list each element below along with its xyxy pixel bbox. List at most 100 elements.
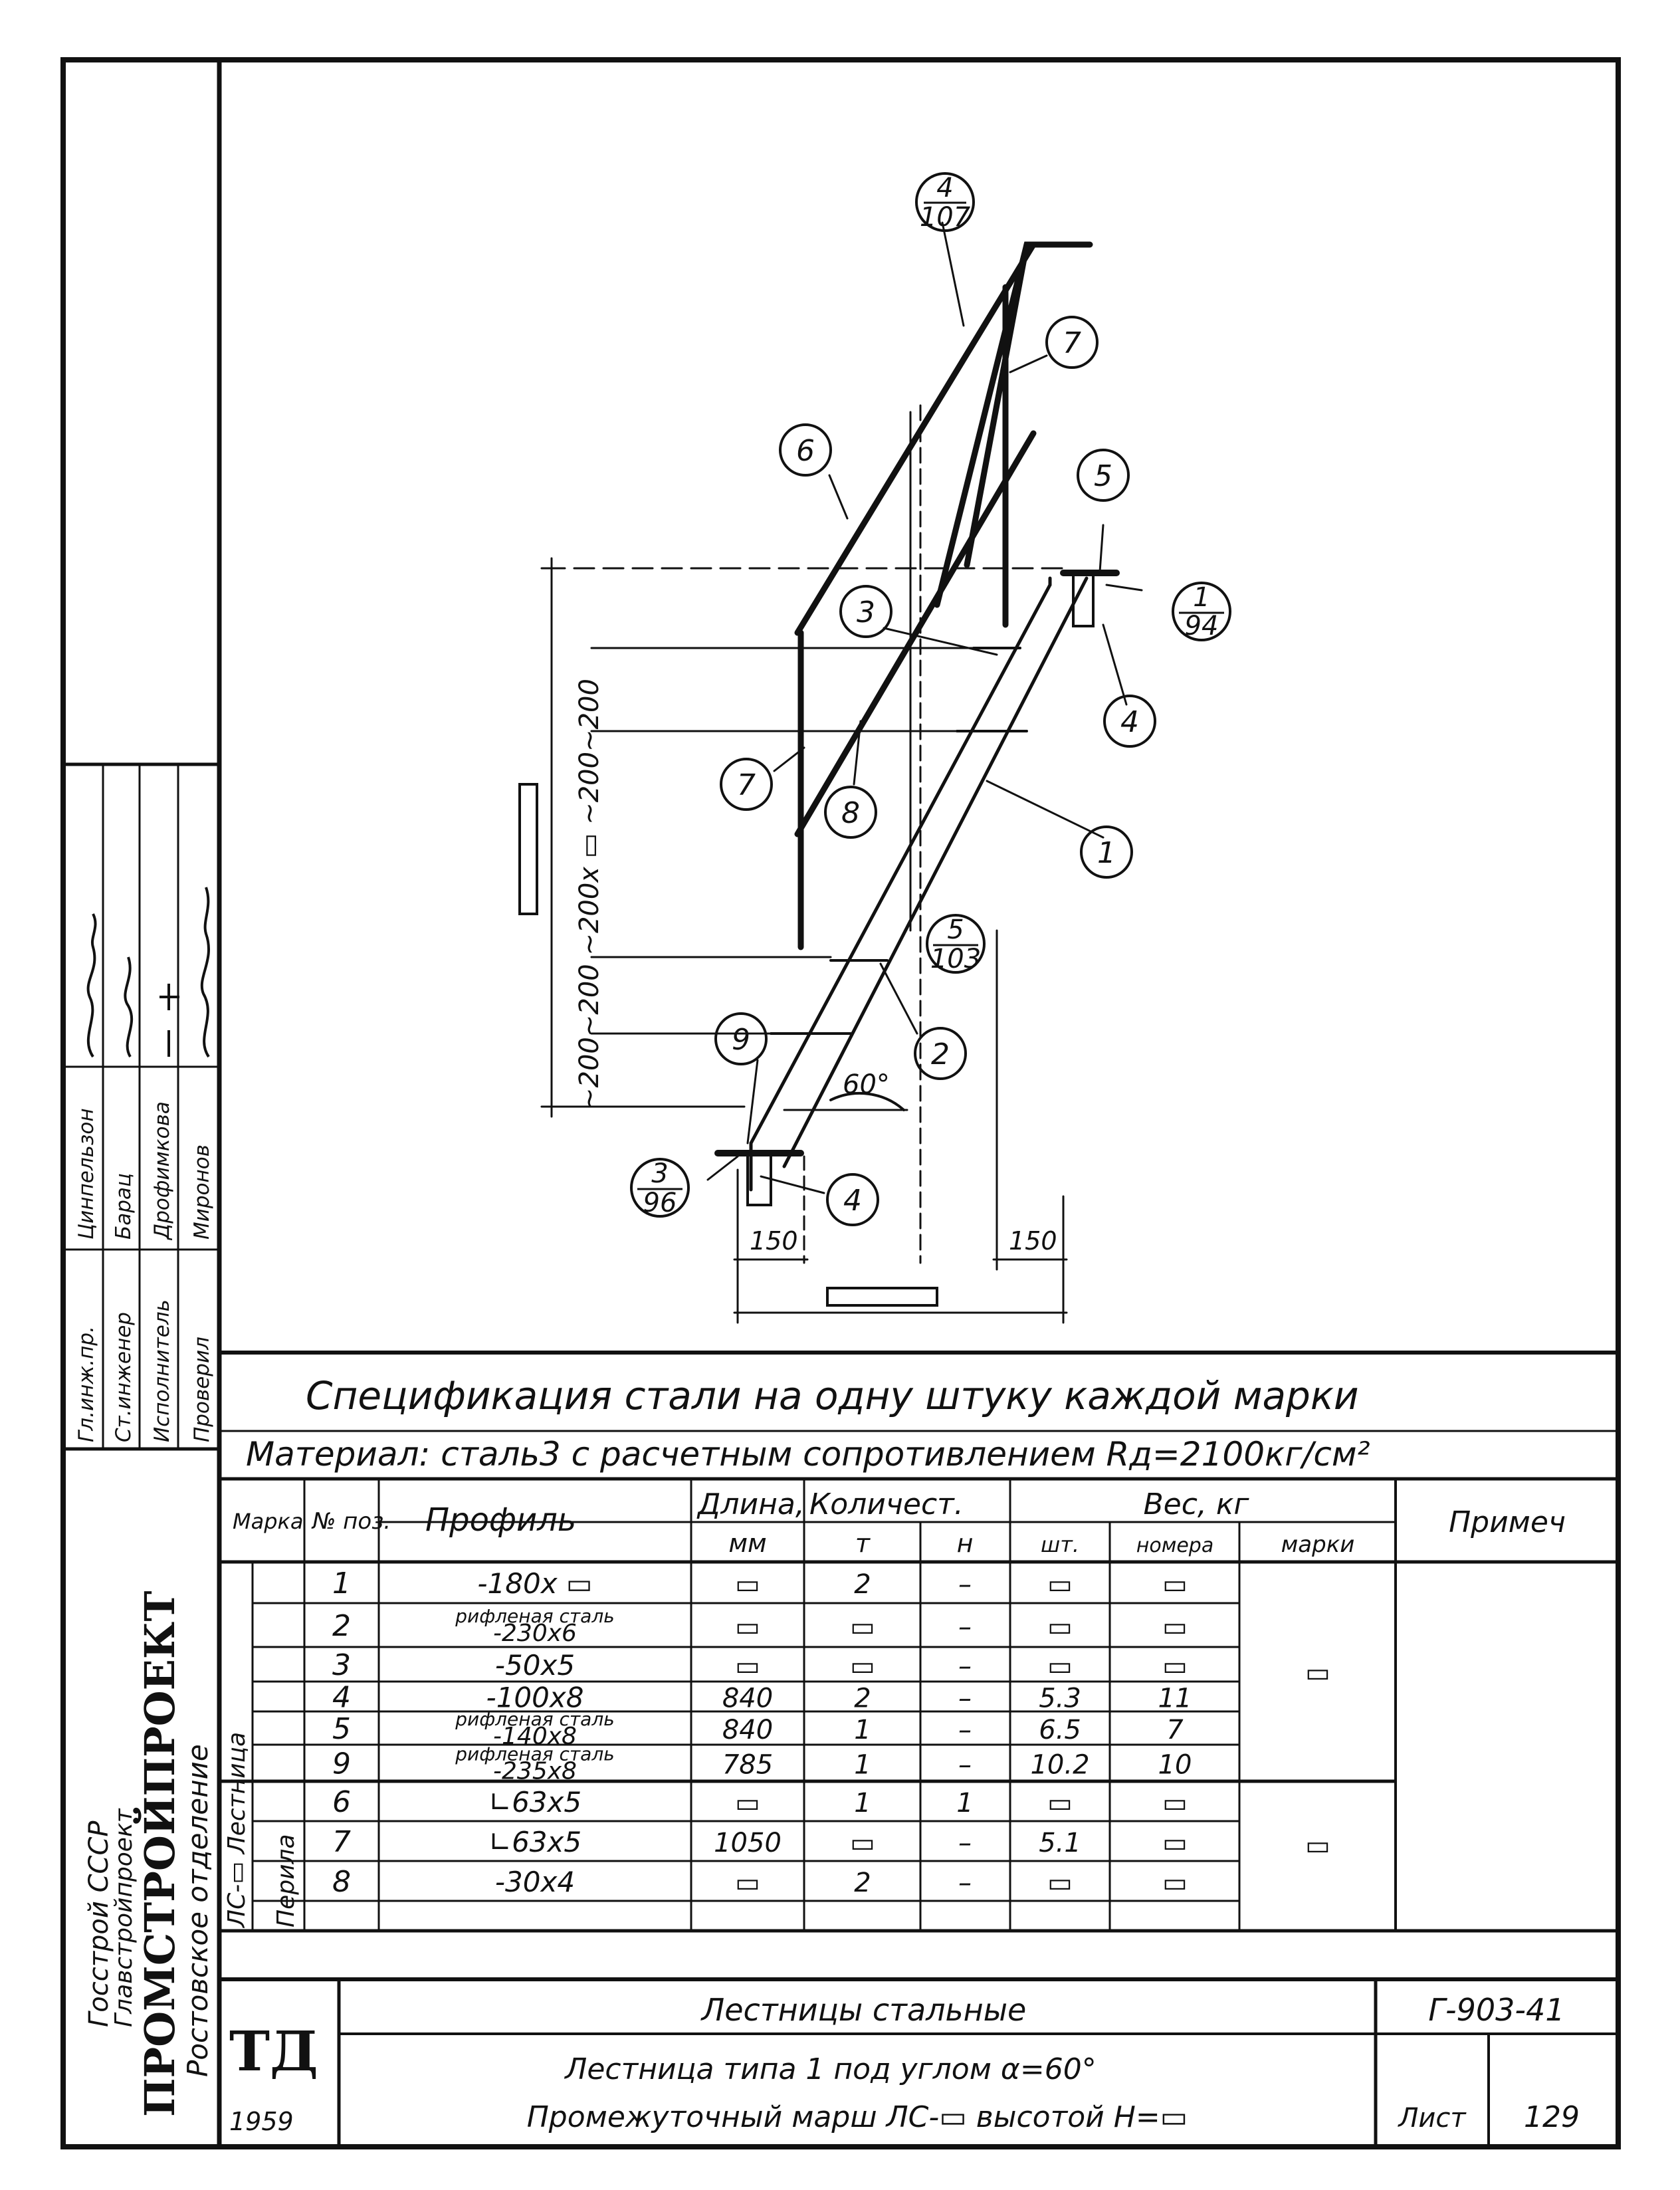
svg-text:103: 103 <box>930 944 981 974</box>
row-4-pos: 5 <box>332 1712 351 1746</box>
svg-text:4: 4 <box>1120 705 1139 739</box>
drawing-code: Г-903-41 <box>1428 1992 1564 2028</box>
callout-3-96: 3 96 <box>630 1158 690 1218</box>
svg-text:Количест.: Количест. <box>809 1487 964 1521</box>
row-1-qty-n: – <box>958 1612 972 1642</box>
row-5-weight-num: 10 <box>1158 1750 1192 1781</box>
row-0-profile: -180х ▭ <box>477 1567 592 1600</box>
row-7-qty-n: – <box>958 1828 972 1858</box>
drawing-subtitle2: Промежуточный марш ЛС-▭ высотой Н=▭ <box>527 2100 1188 2134</box>
svg-text:Марка: Марка <box>233 1509 303 1534</box>
row-1-profile: -230х6 <box>493 1620 577 1647</box>
row-2-pos: 3 <box>332 1648 351 1682</box>
stair-drawing <box>518 221 1143 1324</box>
title-block <box>337 1979 1618 2147</box>
sheet-number: 129 <box>1524 2100 1580 2134</box>
row-7-qty-t: ▭ <box>850 1828 875 1858</box>
svg-text:мм: мм <box>728 1529 766 1558</box>
svg-text:107: 107 <box>920 202 971 233</box>
vertical-dimension-text: ~200~200 ~200х ▭ ~200~200 <box>574 679 605 1110</box>
row-3-profile: -100х8 <box>486 1682 584 1714</box>
svg-text:4: 4 <box>843 1184 862 1218</box>
row-0-weight-pc: ▭ <box>1047 1569 1073 1600</box>
row-1-length: ▭ <box>735 1612 760 1642</box>
row-0-pos: 1 <box>332 1567 351 1600</box>
svg-text:т: т <box>855 1529 871 1558</box>
org-line1: Госстрой СССР <box>84 1820 114 2027</box>
row-6-weight-num: ▭ <box>1162 1788 1188 1818</box>
row-4-qty-t: 1 <box>854 1715 871 1745</box>
drawing-title: Лестницы стальные <box>700 1992 1027 2028</box>
row-5-pos: 9 <box>332 1747 351 1781</box>
row-1-weight-pc: ▭ <box>1047 1612 1073 1642</box>
svg-text:4: 4 <box>936 173 953 203</box>
name-checker: Миронов <box>190 1145 214 1240</box>
angle-label: 60° <box>843 1069 890 1100</box>
row-7-pos: 7 <box>332 1825 351 1859</box>
row-7-weight-num: ▭ <box>1162 1828 1188 1858</box>
row-1-weight-num: ▭ <box>1162 1612 1188 1642</box>
svg-text:5: 5 <box>1094 459 1112 493</box>
role-chief-engineer: Гл.инж.пр. <box>74 1326 98 1442</box>
row-3-qty-n: – <box>958 1684 972 1714</box>
svg-text:1: 1 <box>1097 836 1116 870</box>
row-6-qty-n: 1 <box>956 1788 973 1818</box>
svg-text:Примеч: Примеч <box>1449 1505 1566 1539</box>
name-executor: Дрофимкова <box>150 1101 174 1241</box>
svg-text:1: 1 <box>1193 582 1209 613</box>
row-6-pos: 6 <box>332 1785 351 1819</box>
callout-5-103: 5 103 <box>926 914 986 974</box>
handrail-middle-8 <box>794 430 1037 837</box>
row-8-qty-t: 2 <box>854 1868 871 1898</box>
row-7-weight-pc: 5.1 <box>1039 1828 1081 1858</box>
name-senior-engineer: Барац <box>112 1173 136 1240</box>
mark-ls: ЛС-▭ Лестница <box>223 1732 251 1929</box>
row-0-qty-t: 2 <box>854 1569 871 1600</box>
svg-text:94: 94 <box>1185 611 1219 641</box>
role-checker: Проверил <box>190 1337 214 1442</box>
row-2-qty-t: ▭ <box>850 1651 875 1682</box>
name-chief-engineer: Цинпельзон <box>74 1108 98 1240</box>
callout-1-94: 1 94 <box>1172 582 1231 641</box>
row-5-qty-t: 1 <box>854 1750 871 1781</box>
row-2-weight-num: ▭ <box>1162 1651 1188 1682</box>
mark-weights: ▭ ▭ <box>1305 1658 1330 1861</box>
svg-text:Вес, кг: Вес, кг <box>1143 1487 1249 1521</box>
row-8-weight-pc: ▭ <box>1047 1868 1073 1898</box>
org-line2: Главстройпроект <box>110 1808 138 2027</box>
row-2-qty-n: – <box>958 1651 972 1682</box>
mark1-weight: ▭ <box>1305 1658 1330 1688</box>
row-1-pos: 2 <box>332 1609 351 1643</box>
row-3-pos: 4 <box>332 1681 351 1715</box>
row-2-length: ▭ <box>735 1651 760 1682</box>
spec-material: Материал: сталь3 с расчетным сопротивлен… <box>246 1435 1370 1474</box>
signatures <box>86 887 210 1058</box>
row-4-profile-note: рифленая сталь <box>455 1708 615 1730</box>
row-5-qty-n: – <box>958 1750 972 1781</box>
org-branch: Ростовское отделение <box>181 1744 214 2077</box>
row-8-qty-n: – <box>958 1868 972 1898</box>
row-2-weight-pc: ▭ <box>1047 1651 1073 1682</box>
svg-text:Профиль: Профиль <box>425 1501 576 1539</box>
row-8-pos: 8 <box>332 1865 351 1899</box>
drawing-subtitle: Лестница типа 1 под углом α=60° <box>564 2052 1097 2086</box>
role-senior-engineer: Ст.инженер <box>112 1312 136 1442</box>
svg-text:96: 96 <box>643 1188 677 1218</box>
svg-text:3: 3 <box>857 596 875 629</box>
dim-150-right: 150 <box>1009 1226 1057 1256</box>
handrail-top-7 <box>964 241 1030 568</box>
svg-text:Длина,: Длина, <box>696 1487 805 1521</box>
row-8-length: ▭ <box>735 1868 760 1898</box>
svg-text:номера: номера <box>1136 1534 1213 1557</box>
callout-4-107: 4 107 <box>915 172 975 233</box>
row-6-length: ▭ <box>735 1788 760 1818</box>
side-stamp: Гл.инж.пр. Ст.инженер Исполнитель Провер… <box>63 762 219 2117</box>
row-6-profile: ∟63х5 <box>488 1786 581 1818</box>
row-5-profile-note: рифленая сталь <box>455 1743 615 1765</box>
svg-text:2: 2 <box>931 1038 950 1071</box>
row-5-weight-pc: 10.2 <box>1030 1750 1089 1781</box>
svg-text:9: 9 <box>732 1023 750 1057</box>
spec-headers: Марка № поз. Профиль Длина, мм Количест.… <box>233 1487 1566 1558</box>
svg-text:№ поз.: № поз. <box>311 1508 391 1535</box>
